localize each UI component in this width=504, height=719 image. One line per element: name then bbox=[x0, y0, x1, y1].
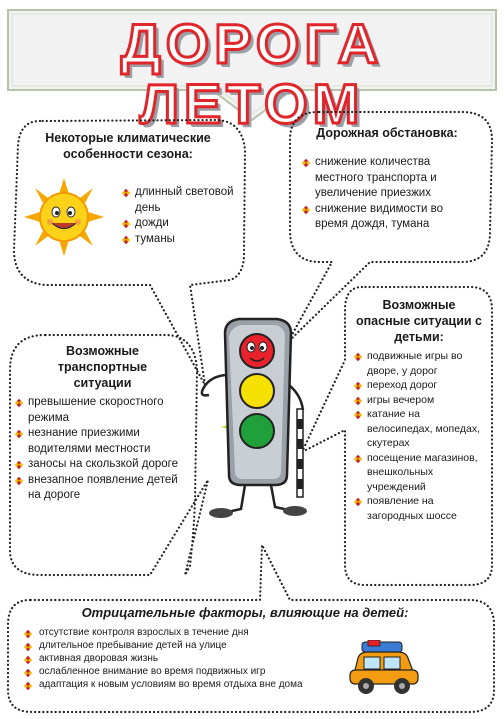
list-item: снижение количества местного транспорта … bbox=[302, 155, 472, 202]
negative-bubble: Отрицательные факторы, влияющие на детей… bbox=[10, 604, 480, 691]
list-item: внезапное появление детей на дороге bbox=[15, 473, 190, 504]
list-item: дожди bbox=[122, 216, 262, 232]
list-item: длительное пребывание детей на улице bbox=[24, 639, 480, 652]
danger-bubble: Возможные опасные ситуации с детьми: под… bbox=[354, 297, 484, 523]
road-heading: Дорожная обстановка: bbox=[316, 126, 458, 140]
danger-list: подвижные игры во дворе, у дорог переход… bbox=[354, 349, 484, 523]
climate-list: длинный световой день дожди туманы bbox=[122, 185, 262, 247]
transport-list: превышение скоростного режима незнание п… bbox=[15, 395, 190, 504]
list-item: превышение скоростного режима bbox=[15, 395, 190, 426]
list-item: заносы на скользкой дороге bbox=[15, 457, 190, 473]
list-item: длинный световой день bbox=[122, 185, 262, 216]
negative-heading: Отрицательные факторы, влияющие на детей… bbox=[81, 605, 409, 620]
bubble-danger-outline bbox=[299, 285, 494, 587]
banner-shape bbox=[7, 9, 497, 122]
sun-icon bbox=[24, 178, 104, 256]
list-item: появление на загородных шоссе bbox=[354, 494, 484, 523]
list-item: катание на велосипедах, мопедах, скутера… bbox=[354, 407, 484, 451]
traffic-light-icon bbox=[200, 317, 307, 518]
bubble-road-outline bbox=[287, 110, 494, 343]
list-item: туманы bbox=[122, 232, 262, 248]
road-bubble: Дорожная обстановка: снижение количества… bbox=[302, 125, 472, 233]
list-item: подвижные игры во дворе, у дорог bbox=[354, 349, 484, 378]
negative-list: отсутствие контроля взрослых в течение д… bbox=[10, 626, 480, 691]
list-item: игры вечером bbox=[354, 393, 484, 408]
transport-heading: Возможные транспортные ситуации bbox=[57, 344, 148, 390]
climate-heading: Некоторые климатические особенности сезо… bbox=[45, 131, 211, 161]
page-title: ДОРОГА ЛЕТОМ bbox=[119, 12, 384, 135]
list-item: посещение магазинов, внешкольных учрежде… bbox=[354, 451, 484, 495]
list-item: снижение видимости во время дождя, туман… bbox=[302, 202, 472, 233]
list-item: незнание приезжими водителями местности bbox=[15, 426, 190, 457]
bubble-climate-outline bbox=[12, 118, 247, 386]
title-banner bbox=[2, 2, 502, 122]
list-item: отсутствие контроля взрослых в течение д… bbox=[24, 626, 480, 639]
list-item: ослабленное внимание во время подвижных … bbox=[24, 665, 480, 678]
bubble-transport-outline bbox=[8, 333, 210, 577]
list-item: адаптация к новым условиям во время отды… bbox=[24, 678, 480, 691]
transport-bubble: Возможные транспортные ситуации превышен… bbox=[15, 343, 190, 504]
list-item: переход дорог bbox=[354, 378, 484, 393]
climate-bubble: Некоторые климатические особенности сезо… bbox=[28, 130, 233, 245]
list-item: активная дворовая жизнь bbox=[24, 652, 480, 665]
bubble-negative-outline bbox=[6, 540, 496, 714]
road-list: снижение количества местного транспорта … bbox=[302, 155, 472, 233]
danger-heading: Возможные опасные ситуации с детьми: bbox=[355, 298, 483, 344]
